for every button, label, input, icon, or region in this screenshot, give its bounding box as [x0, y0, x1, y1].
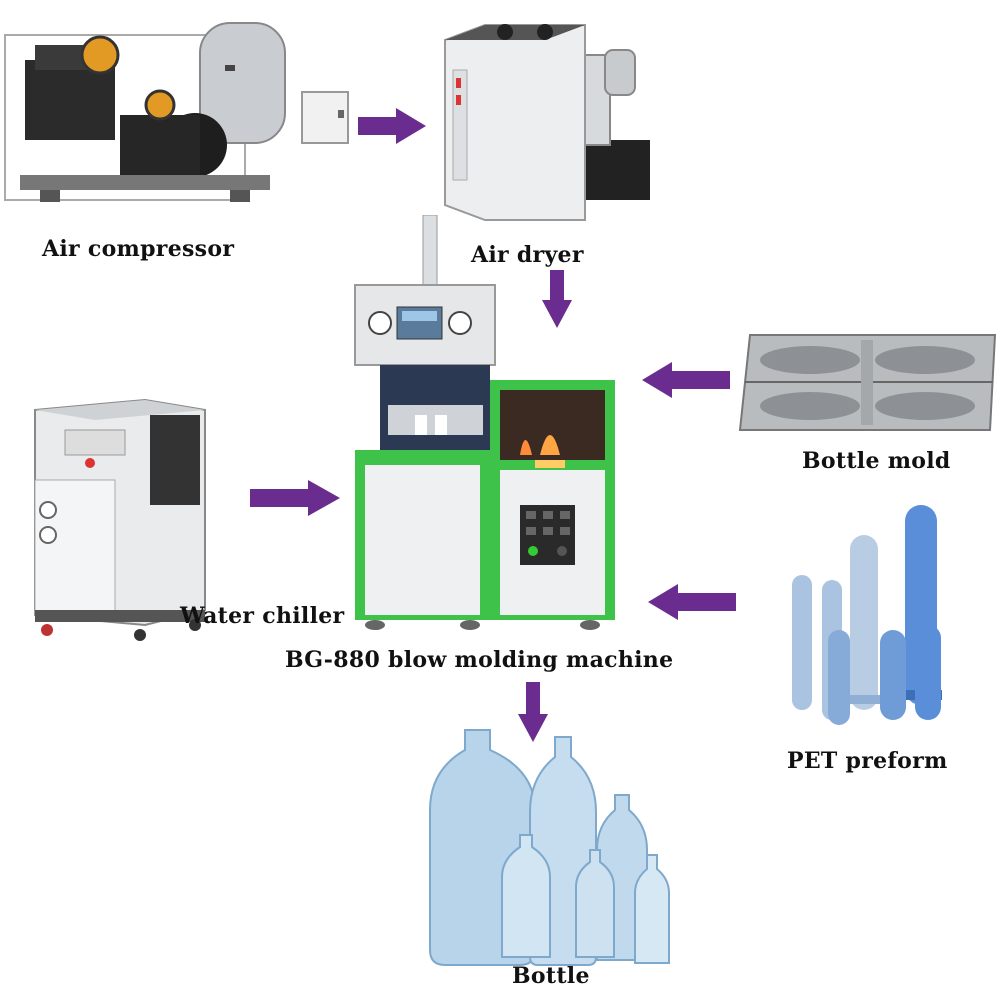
bottle-mold-image [735, 330, 1000, 435]
arrow-chiller-to-machine [250, 480, 342, 516]
arrow-machine-to-bottle [518, 682, 548, 742]
label-water-chiller: Water chiller [180, 603, 345, 629]
arrow-mold-to-machine [642, 362, 730, 398]
arrow-dryer-to-machine [542, 270, 572, 328]
control-box-image [300, 90, 350, 145]
label-air-compressor: Air compressor [42, 236, 235, 262]
label-pet-preform: PET preform [787, 748, 948, 774]
label-bottle: Bottle [512, 963, 590, 989]
air-compressor-image [0, 15, 300, 210]
air-dryer-image [435, 20, 655, 225]
bottles-image [425, 725, 695, 970]
blow-molding-machine-image [340, 215, 620, 635]
arrow-preform-to-machine [648, 584, 736, 620]
label-air-dryer: Air dryer [471, 242, 584, 268]
pet-preform-image [780, 500, 955, 735]
water-chiller-image [25, 385, 210, 645]
label-machine: BG-880 blow molding machine [285, 647, 674, 673]
label-bottle-mold: Bottle mold [802, 448, 951, 474]
arrow-compressor-to-dryer [358, 108, 428, 144]
